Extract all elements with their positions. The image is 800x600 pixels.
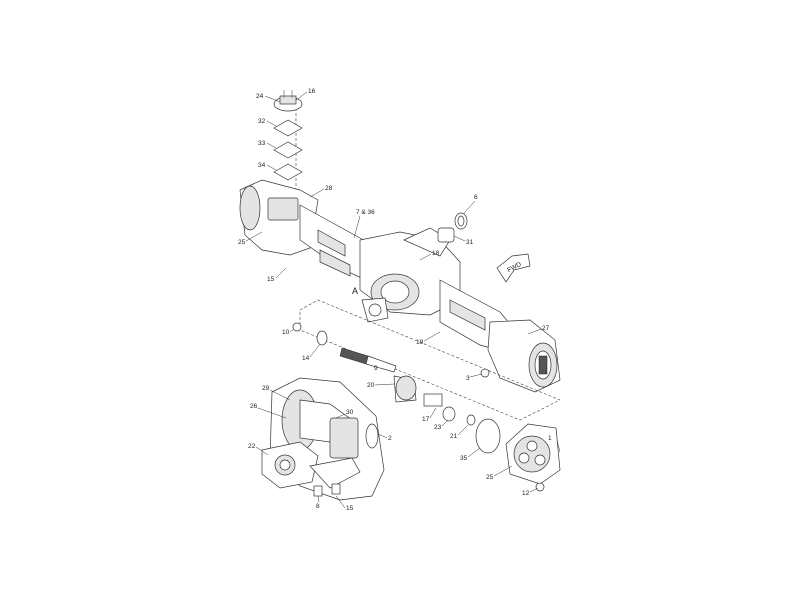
top-hub-assembly	[273, 90, 303, 200]
callout-16: 16	[308, 88, 316, 95]
callout-33: 33	[258, 140, 266, 147]
callout-1: 1	[548, 435, 552, 442]
shaft-parts	[292, 322, 501, 454]
axle-housing	[239, 179, 561, 393]
callout-3: 3	[466, 375, 470, 382]
callout-23: 23	[434, 424, 442, 431]
callout-19: 19	[416, 339, 424, 346]
callout-32: 32	[258, 118, 266, 125]
callout-6: 6	[474, 194, 478, 201]
callout-A: A	[352, 286, 358, 296]
callout-29: 29	[262, 385, 270, 392]
fwd-direction-arrow: FWD	[496, 253, 531, 283]
callout-labels: 24 16 32 33 34 28 25 15 7 & 36 6 31 18 A…	[238, 88, 552, 512]
callout-18: 18	[432, 250, 440, 257]
hub-plate-assembly	[505, 423, 561, 492]
callout-7-and-36: 7 & 36	[356, 209, 375, 216]
callout-31: 31	[466, 239, 474, 246]
callout-17: 17	[422, 416, 430, 423]
callout-15-top: 15	[267, 276, 275, 283]
callout-35: 35	[460, 455, 468, 462]
callout-9: 9	[374, 365, 378, 372]
exploded-view-outline	[299, 299, 561, 421]
callout-14: 14	[302, 355, 310, 362]
callout-34: 34	[258, 162, 266, 169]
callout-10: 10	[282, 329, 290, 336]
callout-12: 12	[522, 490, 530, 497]
callout-15-bottom: 15	[346, 505, 354, 512]
callout-24: 24	[256, 93, 264, 100]
callout-8: 8	[316, 503, 320, 510]
callout-30: 30	[346, 409, 354, 416]
callout-20: 20	[367, 382, 375, 389]
callout-2: 2	[388, 435, 392, 442]
lower-gearbox-assembly	[261, 377, 385, 501]
ring-and-sleeve	[437, 212, 468, 243]
callout-21: 21	[450, 433, 458, 440]
callout-27: 27	[542, 325, 550, 332]
callout-25-top: 25	[238, 239, 246, 246]
callout-22: 22	[248, 443, 256, 450]
callout-25-bottom: 25	[486, 474, 494, 481]
callout-26: 26	[250, 403, 258, 410]
callout-28: 28	[325, 185, 333, 192]
